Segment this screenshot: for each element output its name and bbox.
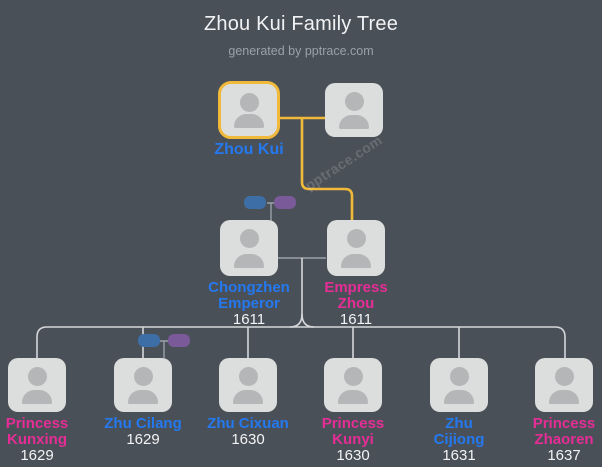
person-name-line: Zhou xyxy=(337,295,375,312)
person-icon xyxy=(221,84,277,136)
person-name-line: Zhu Cixuan xyxy=(207,415,289,432)
node-child-1[interactable] xyxy=(8,358,66,412)
node-child-2[interactable] xyxy=(114,358,172,412)
person-icon xyxy=(327,220,385,276)
page-subtitle: generated by pptrace.com xyxy=(228,44,374,58)
person-icon xyxy=(220,220,278,276)
node-zhou-kui-spouse[interactable] xyxy=(325,83,383,137)
birth-year: 1630 xyxy=(336,447,370,464)
birth-year: 1629 xyxy=(20,447,54,464)
person-icon xyxy=(114,358,172,412)
birth-year: 1637 xyxy=(547,447,581,464)
birth-year: 1611 xyxy=(339,311,373,328)
person-icon xyxy=(324,358,382,412)
person-name-line: Empress xyxy=(324,279,388,296)
person-name-line: Zhu xyxy=(445,415,473,432)
highlight-connector-line xyxy=(278,116,354,223)
person-name-line: Zhaoren xyxy=(534,431,594,448)
person-name-line: Cijiong xyxy=(433,431,485,448)
child-drop-lines xyxy=(142,327,460,358)
person-icon xyxy=(8,358,66,412)
label-zhou-kui: Zhou Kui xyxy=(189,142,309,158)
node-child-3[interactable] xyxy=(219,358,277,412)
page-title: Zhou Kui Family Tree xyxy=(203,13,399,35)
birth-year: 1630 xyxy=(231,431,265,448)
label-father: Chongzhen Emperor 1611 xyxy=(194,280,304,328)
person-name-line: Princess xyxy=(321,415,385,432)
person-name-line: Emperor xyxy=(218,295,280,312)
sibling-bus-line xyxy=(36,326,566,358)
node-child-6[interactable] xyxy=(535,358,593,412)
label-child-1: Princess Kunxing 1629 xyxy=(0,416,90,464)
collapsed-parents-chip-female[interactable] xyxy=(274,196,296,209)
person-name-line: Kunxing xyxy=(7,431,67,448)
chip-connector-line-child2 xyxy=(160,340,168,358)
person-name-line: Zhu Cilang xyxy=(104,415,182,432)
birth-year: 1611 xyxy=(232,311,266,328)
collapsed-parents-chip-male[interactable] xyxy=(244,196,266,209)
label-mother: Empress Zhou 1611 xyxy=(301,280,411,328)
person-icon xyxy=(325,83,383,137)
person-name-line: Princess xyxy=(5,415,69,432)
label-child-5: Zhu Cijiong 1631 xyxy=(406,416,512,464)
node-zhou-kui[interactable] xyxy=(218,81,280,139)
node-child-4[interactable] xyxy=(324,358,382,412)
birth-year: 1629 xyxy=(126,431,160,448)
collapsed-spouse-chip-male[interactable] xyxy=(138,334,160,347)
person-name: Zhou Kui xyxy=(214,141,284,158)
collapsed-spouse-chip-female[interactable] xyxy=(168,334,190,347)
person-icon xyxy=(535,358,593,412)
node-father[interactable] xyxy=(220,220,278,276)
node-child-5[interactable] xyxy=(430,358,488,412)
person-name-line: Chongzhen xyxy=(208,279,290,296)
label-child-4: Princess Kunyi 1630 xyxy=(300,416,406,464)
birth-year: 1631 xyxy=(442,447,476,464)
label-child-3: Zhu Cixuan 1630 xyxy=(195,416,301,448)
person-icon xyxy=(430,358,488,412)
label-child-6: Princess Zhaoren 1637 xyxy=(511,416,602,464)
node-mother[interactable] xyxy=(327,220,385,276)
person-name-line: Kunyi xyxy=(332,431,374,448)
person-icon xyxy=(219,358,277,412)
person-name-line: Princess xyxy=(532,415,596,432)
label-child-2: Zhu Cilang 1629 xyxy=(90,416,196,448)
chip-connector-line-father xyxy=(267,202,274,221)
